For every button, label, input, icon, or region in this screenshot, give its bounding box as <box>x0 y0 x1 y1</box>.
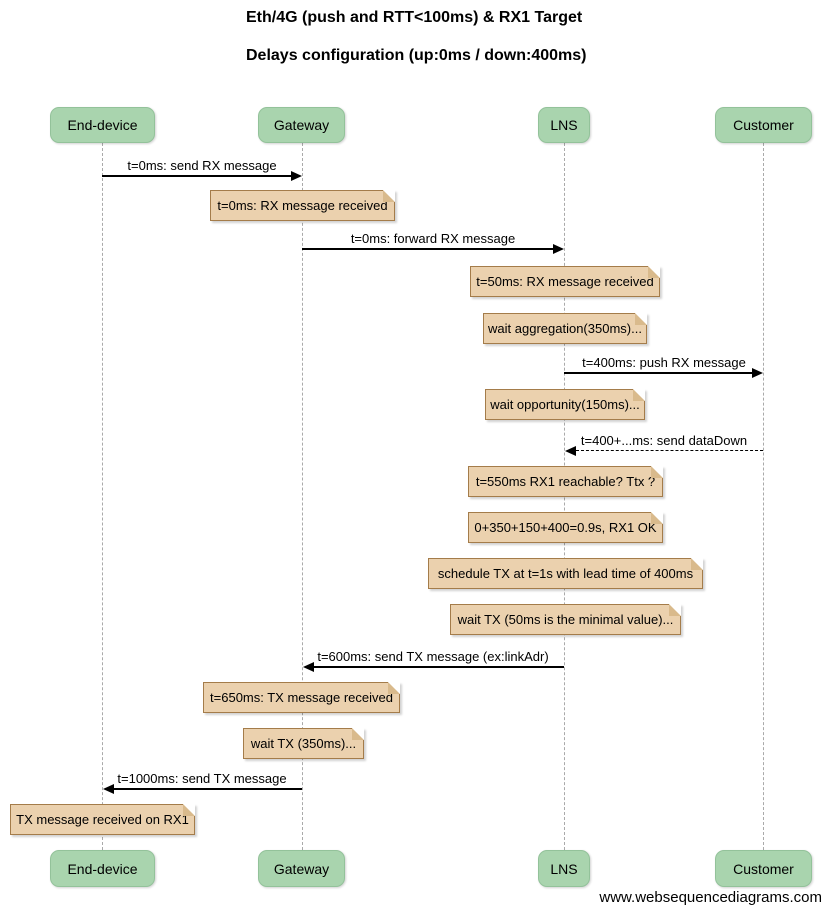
actor-bottom-gateway: Gateway <box>258 850 345 887</box>
note: wait opportunity(150ms)... <box>485 389 645 420</box>
note: t=50ms: RX message received <box>470 266 660 297</box>
arrowhead-left-icon <box>565 446 576 456</box>
note-text: t=550ms RX1 reachable? Ttx ? <box>475 474 656 489</box>
actor-top-end-device: End-device <box>50 107 155 143</box>
message-line <box>302 248 553 250</box>
message-label: t=0ms: send RX message <box>127 158 277 173</box>
note: t=650ms: TX message received <box>203 682 400 713</box>
note: TX message received on RX1 <box>10 804 195 835</box>
note-text: t=650ms: TX message received <box>210 690 393 705</box>
lifeline-end-device <box>102 143 103 850</box>
arrowhead-left-icon <box>103 784 114 794</box>
actor-top-gateway: Gateway <box>258 107 345 143</box>
message-line <box>114 788 302 790</box>
actor-label: Gateway <box>273 860 330 877</box>
actor-top-customer: Customer <box>715 107 812 143</box>
note-text: schedule TX at t=1s with lead time of 40… <box>437 566 694 581</box>
note: wait TX (350ms)... <box>243 728 364 759</box>
message-line <box>314 666 564 668</box>
note-text: wait opportunity(150ms)... <box>490 397 640 412</box>
note-text: t=0ms: RX message received <box>217 198 388 213</box>
lifeline-customer <box>763 143 764 850</box>
diagram-title-line-1: Eth/4G (push and RTT<100ms) & RX1 Target <box>246 9 583 26</box>
message-label: t=400ms: push RX message <box>582 355 746 370</box>
note: 0+350+150+400=0.9s, RX1 OK <box>468 512 663 543</box>
note: t=0ms: RX message received <box>210 190 395 221</box>
note-text: wait TX (350ms)... <box>250 736 357 751</box>
message-label: t=600ms: send TX message (ex:linkAdr) <box>317 649 549 664</box>
arrowhead-right-icon <box>291 171 302 181</box>
actor-label: Customer <box>733 117 794 133</box>
message-line <box>102 175 291 177</box>
note: wait TX (50ms is the minimal value)... <box>450 604 681 635</box>
message-label: t=1000ms: send TX message <box>117 771 287 786</box>
actor-bottom-end-device: End-device <box>50 850 155 887</box>
arrowhead-left-icon <box>303 662 314 672</box>
message-line-dashed <box>576 450 763 451</box>
message-label: t=0ms: forward RX message <box>350 231 516 246</box>
note-text: wait TX (50ms is the minimal value)... <box>457 612 674 627</box>
note: t=550ms RX1 reachable? Ttx ? <box>468 466 663 497</box>
actor-bottom-customer: Customer <box>715 850 812 887</box>
arrowhead-right-icon <box>553 244 564 254</box>
actor-label: End-device <box>67 860 138 877</box>
diagram-title-line-2: Delays configuration (up:0ms / down:400m… <box>246 47 587 64</box>
actor-label: Gateway <box>273 117 330 133</box>
actor-label: Customer <box>733 860 794 877</box>
note-text: TX message received on RX1 <box>16 812 189 827</box>
actor-label: LNS <box>550 117 578 133</box>
actor-label: End-device <box>67 117 138 133</box>
arrowhead-right-icon <box>752 368 763 378</box>
note-text: 0+350+150+400=0.9s, RX1 OK <box>474 520 657 535</box>
message-label: t=400+...ms: send dataDown <box>580 433 748 448</box>
actor-label: LNS <box>550 860 578 877</box>
note: schedule TX at t=1s with lead time of 40… <box>428 558 703 589</box>
actor-bottom-lns: LNS <box>538 850 590 887</box>
note-text: t=50ms: RX message received <box>476 274 654 289</box>
lifeline-gateway <box>302 143 303 850</box>
note-text: wait aggregation(350ms)... <box>488 321 642 336</box>
message-line <box>564 372 752 374</box>
watermark: www.websequencediagrams.com <box>599 889 822 906</box>
actor-top-lns: LNS <box>538 107 590 143</box>
note: wait aggregation(350ms)... <box>483 313 647 344</box>
